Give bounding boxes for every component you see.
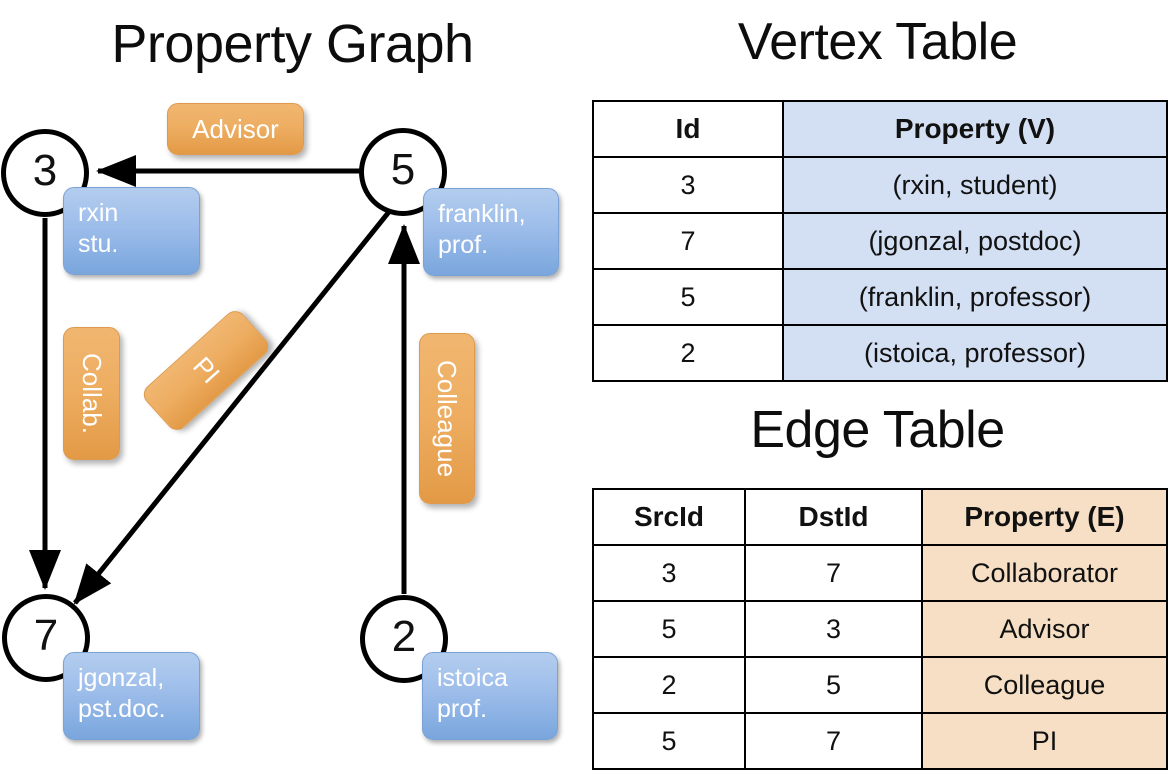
table-row: 3 (rxin, student) <box>592 156 1168 214</box>
edge-table-header-dstid: DstId <box>744 488 923 546</box>
vertex-table-header-id: Id <box>592 100 784 158</box>
vertex-row-0-property: (rxin, student) <box>782 156 1168 214</box>
edge-row-1-property: Advisor <box>921 600 1168 658</box>
graph-node-7-property-box: jgonzal, pst.doc. <box>63 652 200 740</box>
vertex-table-header-property: Property (V) <box>782 100 1168 158</box>
property-graph-panel: Property Graph 3 5 7 2 rxin stu. frankli… <box>0 0 585 760</box>
edge-label-advisor: Advisor <box>167 103 304 155</box>
graph-node-2-property-box: istoica prof. <box>422 652 558 740</box>
graph-node-5-property-box: franklin, prof. <box>423 188 559 276</box>
edge-row-1-src: 5 <box>592 600 746 658</box>
edge-label-advisor-text: Advisor <box>192 113 279 144</box>
graph-node-5-id: 5 <box>390 145 416 194</box>
table-row: 5 3 Advisor <box>592 600 1168 658</box>
vertex-row-1-property: (jgonzal, postdoc) <box>782 212 1168 270</box>
edge-row-3-src: 5 <box>592 712 746 770</box>
edge-table-header-row: SrcId DstId Property (E) <box>592 488 1168 546</box>
page-title-property-graph: Property Graph <box>111 14 474 74</box>
edge-row-0-dst: 7 <box>744 544 923 602</box>
vertex-row-3-id: 2 <box>592 324 784 382</box>
vertex-row-2-id: 5 <box>592 268 784 326</box>
table-row: 5 (franklin, professor) <box>592 268 1168 326</box>
graph-node-7-id: 7 <box>33 611 59 660</box>
vertex-row-1-id: 7 <box>592 212 784 270</box>
edge-label-collab-text: Collab. <box>77 353 107 434</box>
graph-node-3-property-line2: stu. <box>78 230 119 258</box>
vertex-table-header-row: Id Property (V) <box>592 100 1168 158</box>
edge-table-header-property: Property (E) <box>921 488 1168 546</box>
vertex-row-3-property: (istoica, professor) <box>782 324 1168 382</box>
table-row: 3 7 Collaborator <box>592 544 1168 602</box>
edge-label-pi-text: PI <box>186 351 226 390</box>
graph-node-5-property-line2: prof. <box>438 231 489 259</box>
edge-row-2-property: Colleague <box>921 656 1168 714</box>
graph-node-3-property-box: rxin stu. <box>63 187 200 275</box>
edge-label-collab: Collab. <box>63 327 120 460</box>
graph-node-2-id: 2 <box>391 612 417 661</box>
edge-5-to-7 <box>73 206 394 605</box>
edge-row-2-src: 2 <box>592 656 746 714</box>
edge-label-colleague-text: Colleague <box>432 359 463 478</box>
graph-node-2[interactable]: 2 <box>360 595 448 683</box>
graph-node-3-property-line1: rxin <box>78 199 119 227</box>
graph-node-7-property-line2: pst.doc. <box>78 695 166 723</box>
page-title-vertex-table: Vertex Table <box>737 13 1018 71</box>
edge-table-header-srcid: SrcId <box>592 488 746 546</box>
edge-row-0-property: Collaborator <box>921 544 1168 602</box>
edge-row-3-dst: 7 <box>744 712 923 770</box>
edge-label-colleague: Colleague <box>419 333 475 504</box>
graph-node-5[interactable]: 5 <box>359 128 447 216</box>
vertex-row-2-property: (franklin, professor) <box>782 268 1168 326</box>
graph-node-3-id: 3 <box>32 146 58 195</box>
edge-row-2-dst: 5 <box>744 656 923 714</box>
edge-row-3-property: PI <box>921 712 1168 770</box>
graph-node-7-property-line1: jgonzal, <box>78 664 165 692</box>
table-row: 2 (istoica, professor) <box>592 324 1168 382</box>
page-title-edge-table: Edge Table <box>750 401 1005 459</box>
edge-row-1-dst: 3 <box>744 600 923 658</box>
table-row: 7 (jgonzal, postdoc) <box>592 212 1168 270</box>
graph-node-2-property-line2: prof. <box>437 695 488 723</box>
vertex-table: Id Property (V) 3 (rxin, student) 7 (jgo… <box>592 100 1168 382</box>
edge-row-0-src: 3 <box>592 544 746 602</box>
graph-node-5-property-line1: franklin, <box>438 200 526 228</box>
graph-node-2-property-line1: istoica <box>437 664 508 692</box>
table-row: 5 7 PI <box>592 712 1168 770</box>
edge-table: SrcId DstId Property (E) 3 7 Collaborato… <box>592 488 1168 770</box>
vertex-row-0-id: 3 <box>592 156 784 214</box>
graph-edges-layer <box>29 155 420 605</box>
table-row: 2 5 Colleague <box>592 656 1168 714</box>
